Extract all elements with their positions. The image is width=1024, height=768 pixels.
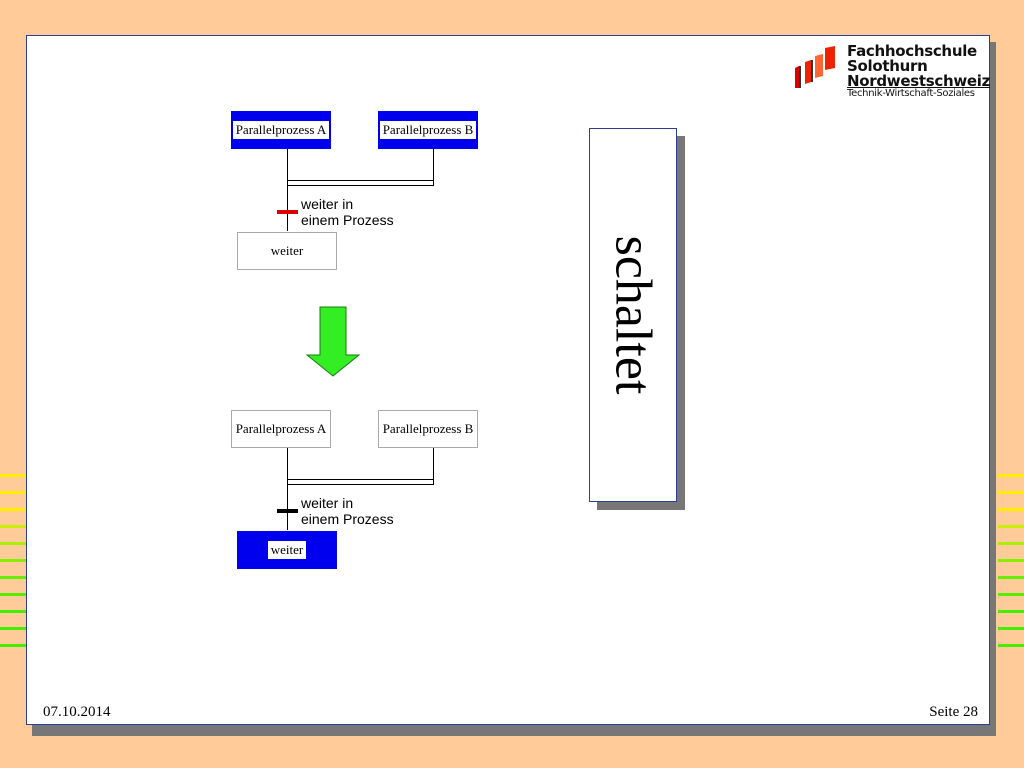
schaltet-callout: schaltet — [589, 128, 677, 502]
step-parallel-b-active: Parallelprozess B — [378, 111, 478, 149]
logo-line-1: Fachhochschule — [847, 42, 977, 60]
sync-line-top — [287, 180, 434, 181]
logo-tagline: Technik-Wirtschaft-Soziales — [847, 88, 975, 99]
step-weiter: weiter — [237, 232, 337, 270]
step-label: Parallelprozess B — [379, 121, 477, 139]
connector-line — [433, 448, 434, 484]
condition-line-2: einem Prozess — [301, 511, 394, 527]
connector-line — [287, 149, 288, 185]
school-logo: Fachhochschule Solothurn Nordwestschweiz… — [793, 42, 990, 102]
step-label: Parallelprozess A — [235, 421, 327, 436]
transition-condition: weiter in einem Prozess — [301, 196, 394, 228]
condition-line-1: weiter in — [301, 495, 354, 511]
sync-line-top — [287, 479, 434, 480]
down-arrow-icon — [305, 306, 361, 377]
step-parallel-a: Parallelprozess A — [231, 410, 331, 448]
step-parallel-a-active: Parallelprozess A — [231, 111, 331, 149]
step-label: Parallelprozess B — [382, 421, 474, 436]
transition-bar-ready — [277, 210, 298, 214]
condition-line-2: einem Prozess — [301, 212, 394, 228]
transition-bar — [277, 509, 298, 513]
school-logo-icon — [795, 46, 835, 88]
logo-line-2: Solothurn — [847, 57, 928, 75]
step-label: weiter — [270, 243, 304, 258]
footer-date: 07.10.2014 — [43, 704, 111, 720]
sync-line-bottom — [287, 484, 434, 485]
decorative-lines-right — [998, 474, 1024, 659]
step-label: weiter — [267, 541, 307, 559]
connector-line — [287, 448, 288, 484]
condition-line-1: weiter in — [301, 196, 354, 212]
sync-line-bottom — [287, 185, 434, 186]
connector-line — [287, 484, 288, 530]
footer-page-number: Seite 28 — [929, 704, 978, 720]
slide: Fachhochschule Solothurn Nordwestschweiz… — [26, 35, 990, 725]
connector-line — [433, 149, 434, 185]
connector-line — [287, 185, 288, 231]
logo-wordmark: Fachhochschule Solothurn Nordwestschweiz — [847, 44, 990, 89]
step-label: Parallelprozess A — [232, 121, 330, 139]
decorative-lines-left — [0, 474, 26, 659]
step-parallel-b: Parallelprozess B — [378, 410, 478, 448]
logo-line-3: Nordwestschweiz — [847, 72, 991, 90]
step-weiter-active: weiter — [237, 531, 337, 569]
transition-condition: weiter in einem Prozess — [301, 495, 394, 527]
callout-text: schaltet — [604, 235, 662, 395]
